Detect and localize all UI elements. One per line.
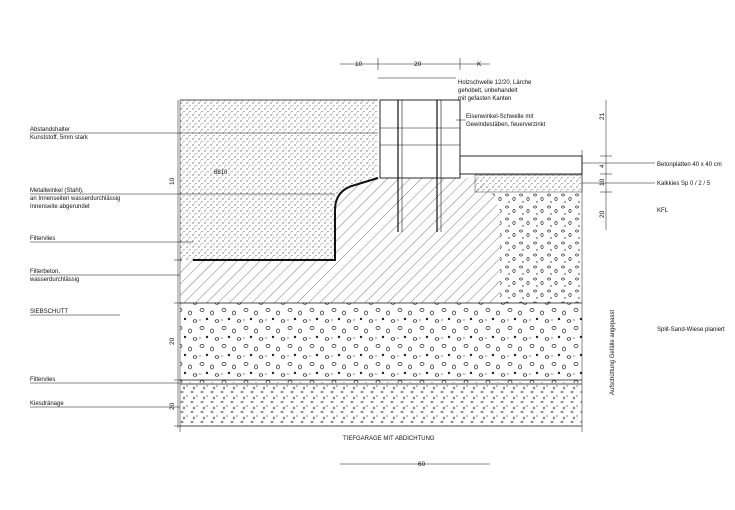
label-abstandshalter: Abstandshalter <box>30 127 70 133</box>
label-holzschwelle: Holzschwelle 12/20, Lärche <box>458 80 532 86</box>
filterbeton-body <box>180 178 500 303</box>
dim-left-1: 10 <box>169 177 176 185</box>
label-kiesdraenage: Kiesdränage <box>30 401 64 407</box>
label-inner-code: 8810 <box>214 170 228 176</box>
label-filterbeton-detail: wasserdurchlässig <box>29 277 79 283</box>
kfl-gravel-fill <box>490 193 582 303</box>
dim-left-2: 20 <box>169 337 176 345</box>
speckled-fill-block <box>180 100 378 260</box>
dim-right-1: 21 <box>599 112 606 120</box>
label-holzschwelle-detail-2: mit gefasten Kanten <box>458 96 511 102</box>
label-aufschuettung: Aufschüttung Gefälle angepasst <box>610 310 616 395</box>
label-eisenwinkel: Eisenwinkel-Schwelle mit <box>466 114 534 120</box>
label-siebschutt: SIEBSCHUTT <box>30 309 68 315</box>
kalkkies-bed <box>474 174 583 193</box>
dim-top-mid: 20 <box>414 61 422 68</box>
label-abstandshalter-detail: Kunststoff, 5mm stark <box>30 135 89 141</box>
dim-right-2: 4 <box>599 164 606 168</box>
siebschutt-layer <box>180 303 582 383</box>
dim-left-3: 20 <box>169 402 176 410</box>
label-filterbeton: Filterbeton, <box>30 269 60 275</box>
caption-tiefgarage: TIEFGARAGE MIT ABDICHTUNG <box>343 436 435 442</box>
label-filtervlies-2: Filtervlies <box>30 377 55 383</box>
dim-top-left: 10 <box>355 61 363 68</box>
label-splitt: Split-Sand-Wiese planiert <box>657 327 725 333</box>
holzschwelle-box <box>379 99 461 179</box>
label-metallwinkel: Metallwinkel (Stahl), <box>30 188 84 194</box>
label-metallwinkel-detail-2: Innenseite abgerundet <box>30 204 90 210</box>
label-kalkkies: Kalkkies Sp 0 / 2 / 5 <box>657 181 711 187</box>
dim-top-right: K <box>477 61 482 68</box>
kiesdraenage-layer <box>180 383 582 426</box>
label-metallwinkel-detail-1: an Innenseiten wasserdurchlässig <box>30 196 120 202</box>
label-holzschwelle-detail-1: gehobelt, unbehandelt <box>458 88 518 94</box>
metallwinkel-outline <box>193 177 379 261</box>
dim-right-4: 20 <box>599 210 606 218</box>
label-eisenwinkel-detail: Gewindestäben, feuerverzinkt <box>466 122 546 128</box>
betonplatten-slab <box>459 155 583 175</box>
label-betonplatten: Betonplatten 40 x 40 cm <box>657 162 722 168</box>
label-kfl: KFL <box>657 208 669 214</box>
dim-right-3: 10 <box>599 178 606 186</box>
label-filtervlies: Filtervlies <box>30 236 55 242</box>
dim-bottom: 60 <box>418 461 426 468</box>
